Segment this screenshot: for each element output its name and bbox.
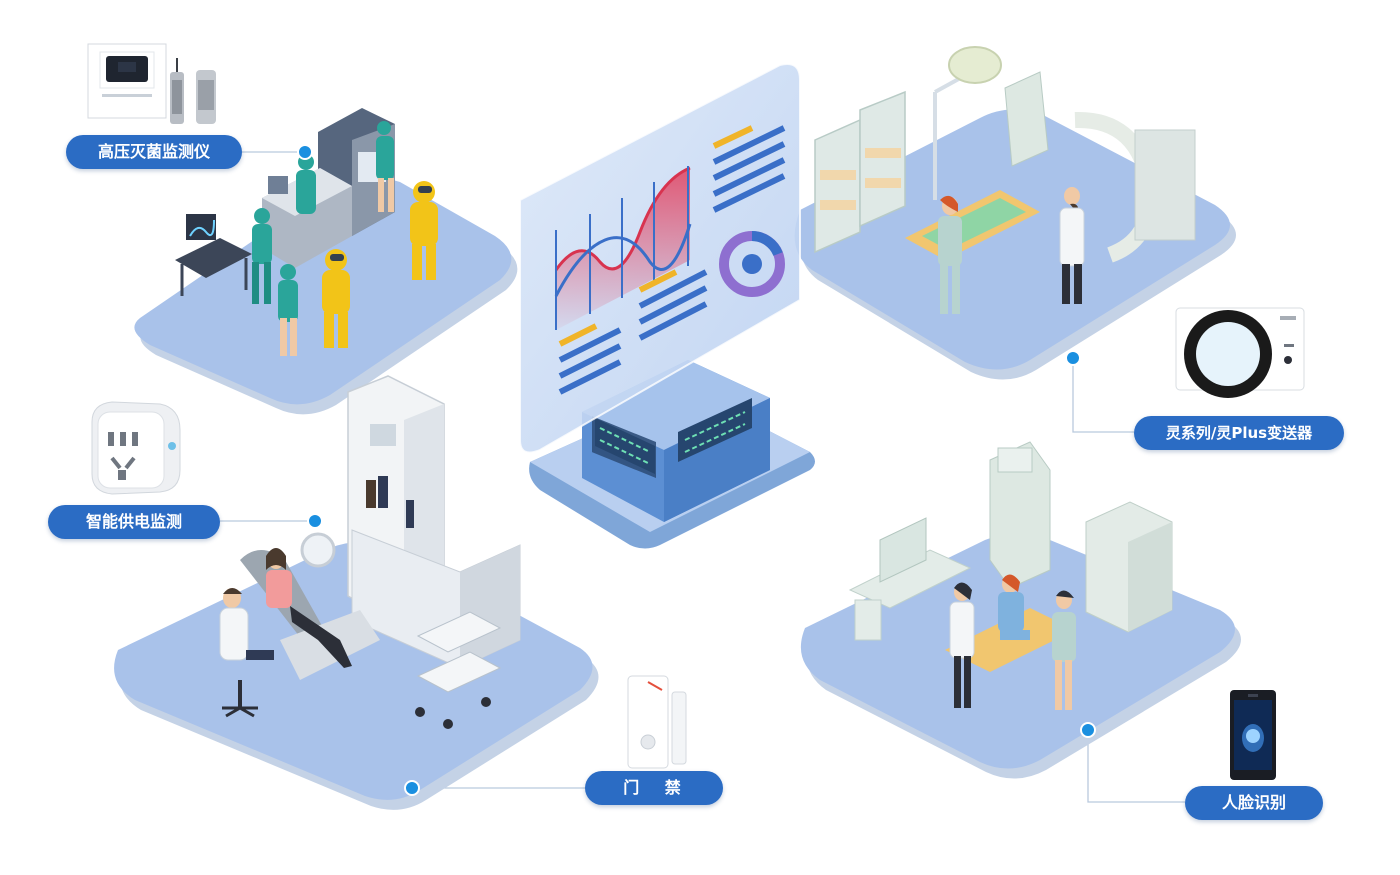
smart-power-monitor-label[interactable]: 智能供电监测 xyxy=(48,505,220,539)
clinic-scene-icon xyxy=(800,441,1241,779)
transmitter-label[interactable]: 灵系列/灵Plus变送器 xyxy=(1134,416,1344,450)
connector-dots xyxy=(297,144,1096,796)
door-sensor-device-icon xyxy=(627,675,687,769)
data-dashboard-screen-icon xyxy=(519,63,815,549)
operating-room-scene-icon xyxy=(794,46,1236,380)
face-recognition-label[interactable]: 人脸识别 xyxy=(1185,786,1323,820)
sterilization-monitor-device-icon xyxy=(87,43,216,124)
smart-socket-device-icon xyxy=(91,401,181,495)
door-access-label[interactable]: 门 禁 xyxy=(585,771,723,805)
dental-clinic-scene-icon xyxy=(114,375,599,810)
face-recognition-terminal-icon xyxy=(1230,690,1276,780)
transmitter-device-icon xyxy=(1175,307,1305,398)
lab-scene-icon xyxy=(134,108,518,415)
sterilizer-monitor-label[interactable]: 高压灭菌监测仪 xyxy=(66,135,242,169)
